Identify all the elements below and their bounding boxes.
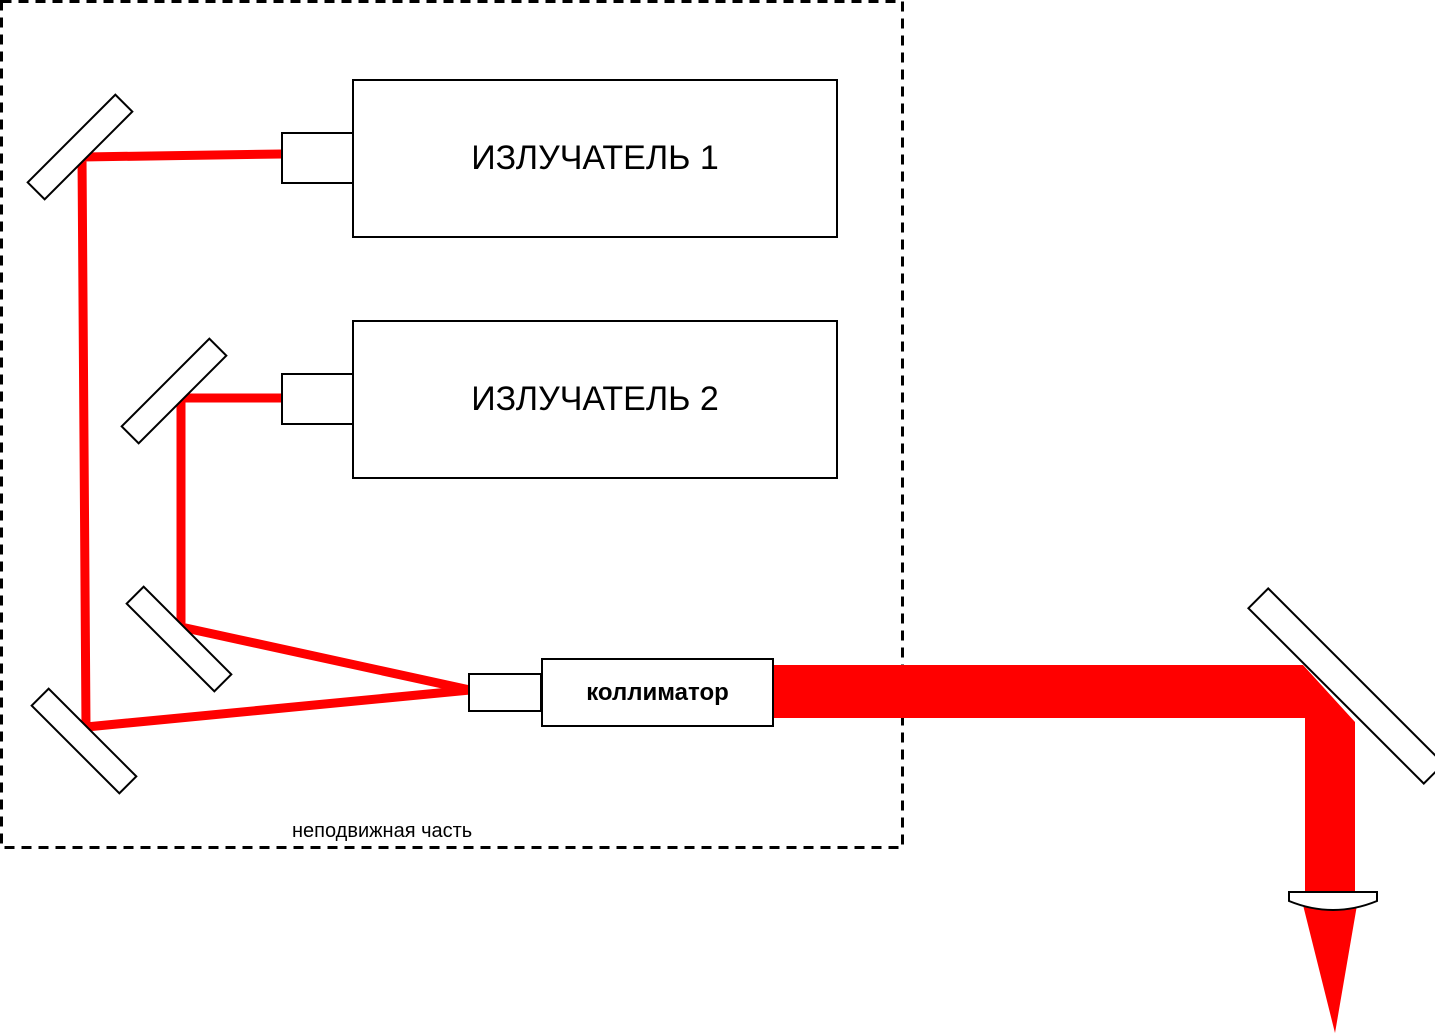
mirror-2 [120, 337, 228, 445]
mirror-1 [26, 93, 134, 201]
emitter-1-box [352, 79, 838, 238]
emitter-1-label: ИЗЛУЧАТЕЛЬ 1 [471, 139, 719, 177]
collimated-beam [770, 665, 1355, 895]
collimator-box [541, 658, 774, 727]
mirror-3 [125, 585, 233, 693]
emitter-2-aperture [281, 373, 355, 425]
fixed-part-label: неподвижная часть [292, 820, 473, 842]
emitter-2-label: ИЗЛУЧАТЕЛЬ 2 [471, 380, 719, 418]
fixed-part-boundary [0, 0, 904, 849]
collimator-input [468, 673, 542, 712]
emitter-1-aperture [281, 132, 355, 184]
mirror-4 [30, 687, 138, 795]
emitter-2-box [352, 320, 838, 479]
beam-emitter-2 [176, 393, 471, 695]
beam-emitter-1 [77, 149, 471, 732]
mirror-5 [1247, 587, 1435, 785]
focusing-lens [1288, 891, 1378, 911]
collimator-label: коллиматор [586, 678, 729, 706]
focused-beam [1303, 905, 1357, 1033]
